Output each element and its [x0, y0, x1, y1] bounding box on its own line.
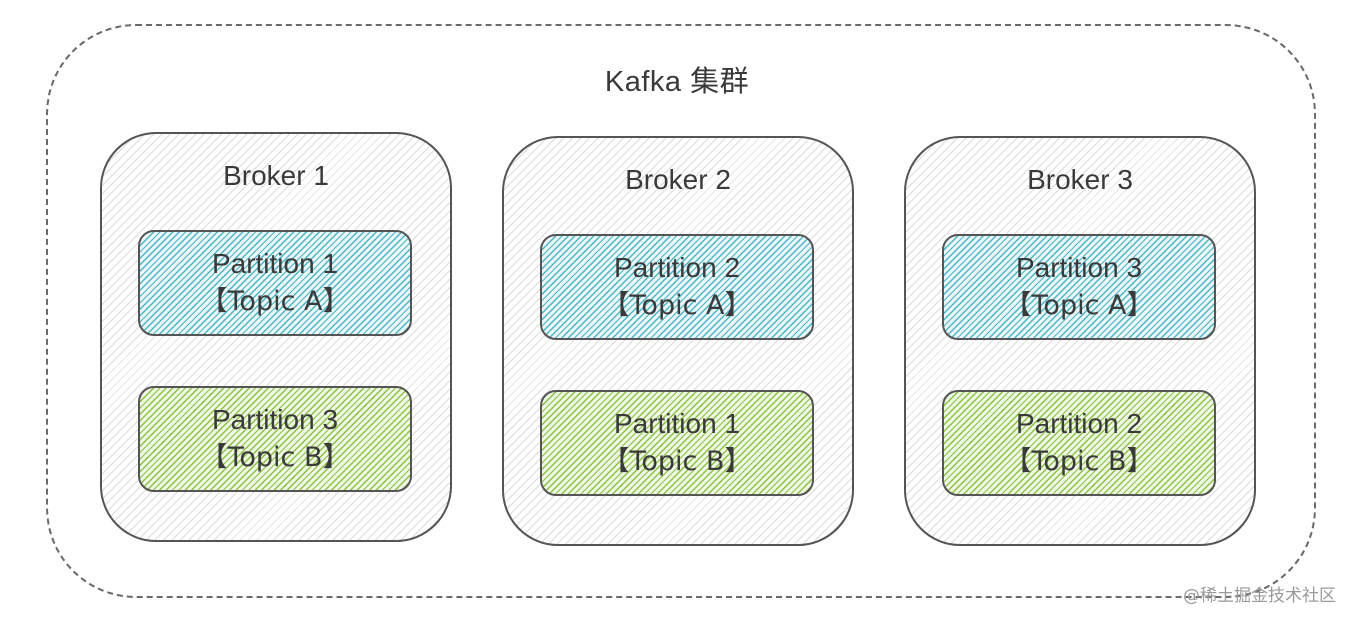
partition-label: Partition 2 — [613, 252, 741, 283]
partition-topic-b: Partition 2 【Topic B】 — [942, 390, 1216, 496]
partition-topic-b: Partition 3 【Topic B】 — [138, 386, 412, 492]
partition-topic: 【Topic A】 — [200, 286, 350, 317]
partition-label: Partition 1 — [613, 408, 741, 439]
broker-3: Broker 3 Partition 3 【Topic A】 Partition… — [904, 136, 1256, 546]
partition-topic: 【Topic A】 — [602, 290, 752, 321]
partition-topic-a: Partition 3 【Topic A】 — [942, 234, 1216, 340]
broker-1: Broker 1 Partition 1 【Topic A】 Partition… — [100, 132, 452, 542]
partition-label: Partition 3 — [1015, 252, 1143, 283]
partition-label: Partition 1 — [211, 248, 339, 279]
partition-topic-b: Partition 1 【Topic B】 — [540, 390, 814, 496]
broker-title: Broker 1 — [223, 160, 329, 191]
partition-topic-a: Partition 1 【Topic A】 — [138, 230, 412, 336]
partition-topic: 【Topic A】 — [1004, 290, 1154, 321]
partition-label: Partition 2 — [1015, 408, 1143, 439]
kafka-cluster-boundary — [46, 24, 1316, 598]
cluster-title: Kafka 集群 — [604, 66, 750, 98]
broker-2: Broker 2 Partition 2 【Topic A】 Partition… — [502, 136, 854, 546]
broker-title: Broker 2 — [625, 164, 731, 195]
partition-topic: 【Topic B】 — [200, 442, 350, 473]
partition-topic: 【Topic B】 — [602, 446, 752, 477]
partition-label: Partition 3 — [211, 404, 339, 435]
watermark: @稀土掘金技术社区 — [1183, 586, 1336, 606]
partition-topic-a: Partition 2 【Topic A】 — [540, 234, 814, 340]
partition-topic: 【Topic B】 — [1004, 446, 1154, 477]
broker-title: Broker 3 — [1027, 164, 1133, 195]
